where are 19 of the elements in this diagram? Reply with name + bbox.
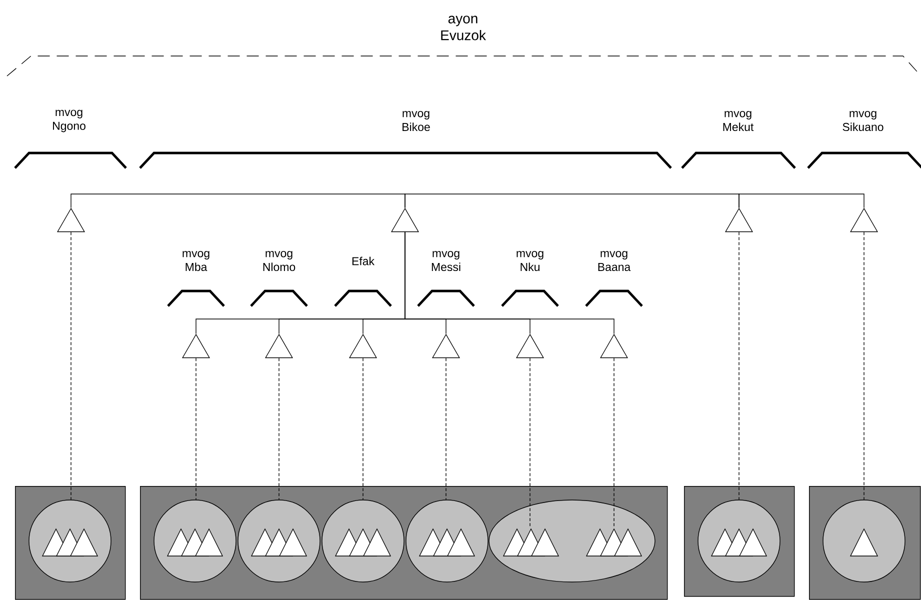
group-label: mvog Mba (182, 250, 210, 272)
group-label: mvog Nku (516, 250, 544, 272)
connector-line (738, 232, 740, 500)
connector-line (70, 194, 406, 208)
group-label: mvog Sikuano (842, 110, 884, 132)
group-label: mvog Nlomo (263, 250, 296, 272)
group-label: Efak (352, 256, 375, 266)
group-label: mvog Baana (598, 250, 631, 272)
connector-line (362, 358, 364, 500)
connector-line (404, 232, 614, 334)
connector-line (70, 232, 72, 500)
group-label: mvog Messi (432, 250, 460, 272)
connector-line (738, 194, 864, 208)
group-label: mvog Ngono (53, 110, 86, 132)
group-label: mvog Mekut (723, 110, 754, 132)
group-label: mvog Bikoe (402, 110, 430, 132)
connector-line (278, 358, 280, 500)
group-label: ayon Evuzok (441, 16, 486, 40)
connector-line (404, 194, 740, 208)
